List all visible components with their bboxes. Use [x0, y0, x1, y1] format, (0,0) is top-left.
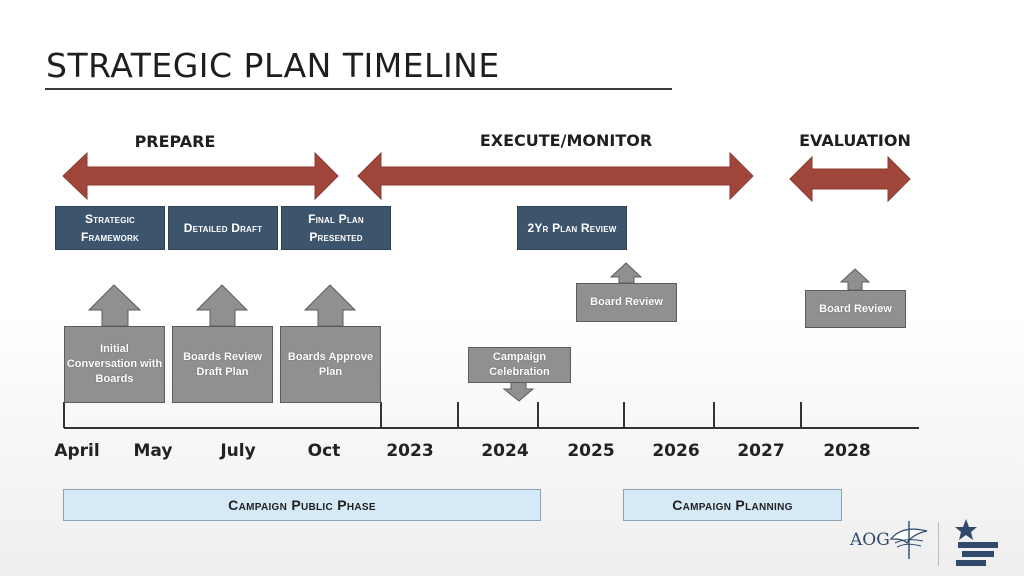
- up-arrow-initial: [87, 284, 142, 327]
- execute-arrow: [357, 151, 754, 201]
- title-divider: [45, 88, 672, 90]
- timeline-label: 2025: [567, 441, 615, 461]
- page-title: STRATEGIC PLAN TIMELINE: [46, 46, 500, 85]
- timeline-label: 2024: [481, 441, 529, 461]
- phase-label-execute: EXECUTE/MONITOR: [479, 131, 653, 150]
- event-boards-approve: Boards Approve Plan: [280, 326, 381, 403]
- down-arrow-celebration: [502, 381, 535, 402]
- event-board-review-2: Board Review: [805, 290, 906, 328]
- timeline-ticks: [63, 402, 802, 428]
- event-board-review-1: Board Review: [576, 283, 677, 322]
- wings-icon: [889, 521, 928, 559]
- milestone-detailed-draft: Detailed Draft: [168, 206, 278, 250]
- prepare-arrow: [62, 151, 339, 201]
- evaluation-arrow: [789, 155, 911, 203]
- up-arrow-board-review-2: [839, 268, 871, 291]
- event-campaign-celebration: Campaign Celebration: [468, 347, 571, 383]
- aog-logo: AOG: [850, 530, 890, 550]
- up-arrow-approve: [303, 284, 357, 327]
- milestone-two-yr-review: 2Yr Plan Review: [517, 206, 627, 250]
- logo-divider: [938, 522, 939, 566]
- event-boards-review-draft: Boards Review Draft Plan: [172, 326, 273, 403]
- timeline-label: Oct: [307, 441, 341, 461]
- up-arrow-review-draft: [195, 284, 249, 327]
- timeline-label: 2023: [386, 441, 434, 461]
- phase-label-prepare: PREPARE: [134, 132, 216, 151]
- timeline-label: July: [220, 441, 256, 461]
- milestone-final-plan: Final Plan Presented: [281, 206, 391, 250]
- aog-logo-text: AOG: [850, 530, 890, 550]
- event-initial-conversation: Initial Conversation with Boards: [64, 326, 165, 403]
- timeline-label: 2028: [823, 441, 871, 461]
- up-arrow-board-review-1: [609, 262, 643, 284]
- timeline-label: 2027: [737, 441, 785, 461]
- timeline-label: April: [54, 441, 100, 461]
- bar-campaign-public-phase: Campaign Public Phase: [63, 489, 541, 521]
- phase-label-evaluation: EVALUATION: [799, 131, 911, 150]
- bar-campaign-planning: Campaign Planning: [623, 489, 842, 521]
- star-flag-icon: [955, 519, 998, 566]
- timeline-label: 2026: [652, 441, 700, 461]
- timeline-label: May: [133, 441, 173, 461]
- milestone-strategic-framework: Strategic Framework: [55, 206, 165, 250]
